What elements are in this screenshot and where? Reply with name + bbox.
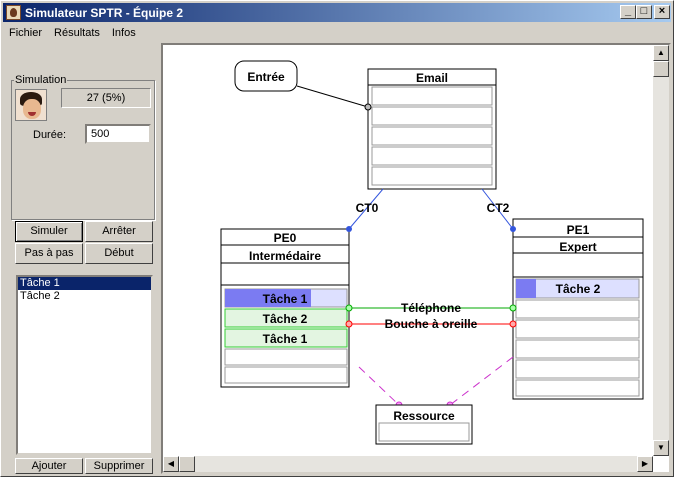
entree-link	[296, 85, 369, 108]
pe0-task-1: Tâche 2	[263, 312, 308, 326]
ct2-link	[481, 188, 514, 230]
diagram-canvas[interactable]: Entrée Email CT0 CT2	[161, 43, 671, 474]
pe0-role: Intermédaire	[249, 249, 321, 263]
horizontal-scrollbar[interactable]: ◀ ▶	[163, 456, 653, 472]
ressource-link-pe0	[358, 366, 400, 406]
app-icon	[6, 5, 21, 20]
vertical-scrollbar[interactable]: ▲ ▼	[653, 45, 669, 456]
pe0-task-0: Tâche 1	[263, 292, 308, 306]
scroll-right-icon[interactable]: ▶	[637, 456, 653, 472]
pe0-ct-port[interactable]	[346, 226, 352, 232]
progress-display: 27 (5%)	[61, 88, 151, 108]
telephone-label: Téléphone	[401, 301, 461, 315]
menu-fichier[interactable]: Fichier	[9, 27, 43, 39]
debut-button[interactable]: Début	[85, 243, 153, 264]
menu-resultats[interactable]: Résultats	[54, 27, 100, 39]
list-item[interactable]: Tâche 1	[18, 277, 151, 290]
window-title: Simulateur SPTR - Équipe 2	[25, 5, 184, 20]
title-bar: Simulateur SPTR - Équipe 2 _ □ ×	[3, 3, 671, 22]
pe1-ct-port[interactable]	[510, 226, 516, 232]
pe1-task-0: Tâche 2	[556, 282, 601, 296]
ressource-link-pe1	[449, 356, 514, 406]
menu-infos[interactable]: Infos	[111, 27, 136, 39]
scroll-up-icon[interactable]: ▲	[653, 45, 669, 61]
bouche-label: Bouche à oreille	[385, 317, 478, 331]
pe0-task-2: Tâche 1	[263, 332, 308, 346]
ct2-label: CT2	[487, 201, 510, 215]
entree-node[interactable]	[234, 60, 298, 92]
menu-bar: Fichier Résultats Infos	[3, 23, 142, 43]
ct0-label: CT0	[356, 201, 379, 215]
scroll-down-icon[interactable]: ▼	[653, 440, 669, 456]
arreter-button[interactable]: Arrêter	[85, 221, 153, 242]
pe0-task1-progress	[225, 289, 311, 307]
pe1-role: Expert	[559, 240, 596, 254]
maximize-icon[interactable]: □	[636, 5, 652, 19]
entree-label: Entrée	[247, 70, 285, 84]
ct0-link	[348, 188, 384, 230]
diagram-svg: Entrée Email CT0 CT2	[220, 60, 644, 445]
vertical-scroll-thumb[interactable]	[653, 61, 669, 77]
simulation-group: Simulation	[11, 74, 155, 220]
duree-input[interactable]	[85, 124, 151, 144]
pe0-title: PE0	[274, 231, 297, 245]
simulation-legend: Simulation	[14, 74, 68, 86]
pas-a-pas-button[interactable]: Pas à pas	[15, 243, 83, 264]
scroll-left-icon[interactable]: ◀	[163, 456, 179, 472]
minimize-icon[interactable]: _	[620, 5, 636, 19]
supprimer-button[interactable]: Supprimer	[85, 458, 153, 474]
task-list[interactable]: Tâche 1 Tâche 2	[16, 275, 153, 455]
close-icon[interactable]: ×	[654, 5, 670, 19]
ajouter-button[interactable]: Ajouter	[15, 458, 83, 474]
left-panel: Simulation 27 (5%) Durée: Simuler Arrête…	[3, 43, 161, 476]
list-item[interactable]: Tâche 2	[20, 290, 60, 302]
pe1-task1-progress	[516, 279, 536, 298]
simuler-button[interactable]: Simuler	[15, 221, 83, 242]
email-title: Email	[416, 71, 448, 85]
horizontal-scroll-thumb[interactable]	[179, 456, 195, 472]
avatar	[15, 89, 47, 121]
email-input-port[interactable]	[364, 103, 372, 111]
pe1-title: PE1	[567, 223, 590, 237]
ressource-title: Ressource	[393, 409, 455, 423]
duree-label: Durée:	[33, 129, 67, 141]
